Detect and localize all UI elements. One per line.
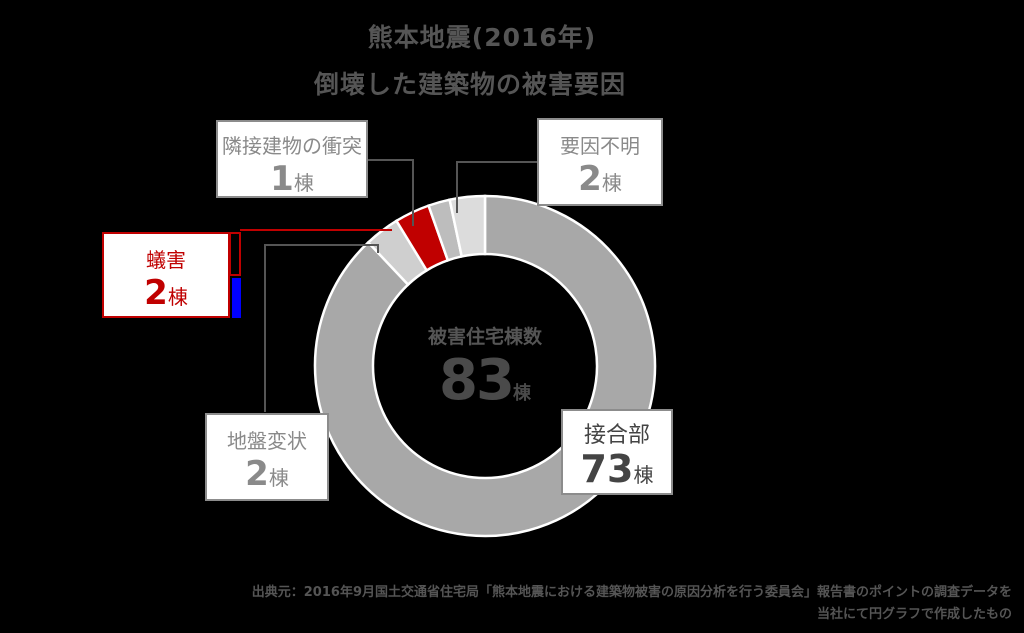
render-artifact [229, 232, 241, 276]
callout-value: 73 [580, 447, 634, 491]
footnote-line-2: 当社にて円グラフで作成したもの [816, 607, 1012, 622]
center-value: 83 [439, 348, 515, 413]
callout-unit: 棟 [601, 171, 622, 195]
callout-unit: 棟 [293, 171, 314, 195]
center-unit: 棟 [512, 383, 531, 404]
render-artifact [232, 278, 241, 318]
callout-unit: 棟 [167, 285, 188, 309]
callout-ground-deformation: 地盤変状 2棟 [205, 413, 329, 501]
donut-segment-4 [448, 194, 487, 258]
chart-subtitle: 倒壊した建築物の被害要因 [313, 70, 626, 99]
callout-joints: 接合部 73棟 [561, 409, 673, 495]
callout-name: 隣接建物の衝突 [222, 134, 362, 158]
callout-name: 要因不明 [560, 134, 640, 158]
chart-title: 熊本地震(2016年) [367, 23, 597, 52]
callout-name: 接合部 [583, 423, 650, 448]
callout-unit: 棟 [268, 466, 289, 490]
callout-adjacent-collision: 隣接建物の衝突 1棟 [216, 120, 368, 199]
callout-value: 2 [578, 159, 602, 199]
callout-value: 2 [144, 273, 168, 313]
source-footnote: 出典元：2016年9月国土交通省住宅局「熊本地震における建築物被害の原因分析を行… [62, 582, 1012, 626]
callout-unknown-cause: 要因不明 2棟 [537, 118, 663, 206]
callout-name: 地盤変状 [227, 429, 307, 453]
leader-line-unknown [456, 161, 538, 213]
callout-termite-damage: 蟻害 2棟 [102, 232, 230, 318]
callout-value: 1 [270, 159, 294, 199]
leader-line-adjacent [367, 159, 414, 226]
leader-line-ground [264, 244, 379, 412]
center-label: 被害住宅棟数 [427, 326, 542, 348]
center-total: 83棟 [395, 348, 575, 413]
callout-value: 2 [245, 454, 269, 494]
footnote-line-1: 出典元：2016年9月国土交通省住宅局「熊本地震における建築物被害の原因分析を行… [251, 585, 1012, 600]
callout-unit: 棟 [633, 463, 654, 487]
callout-name: 蟻害 [146, 248, 186, 272]
